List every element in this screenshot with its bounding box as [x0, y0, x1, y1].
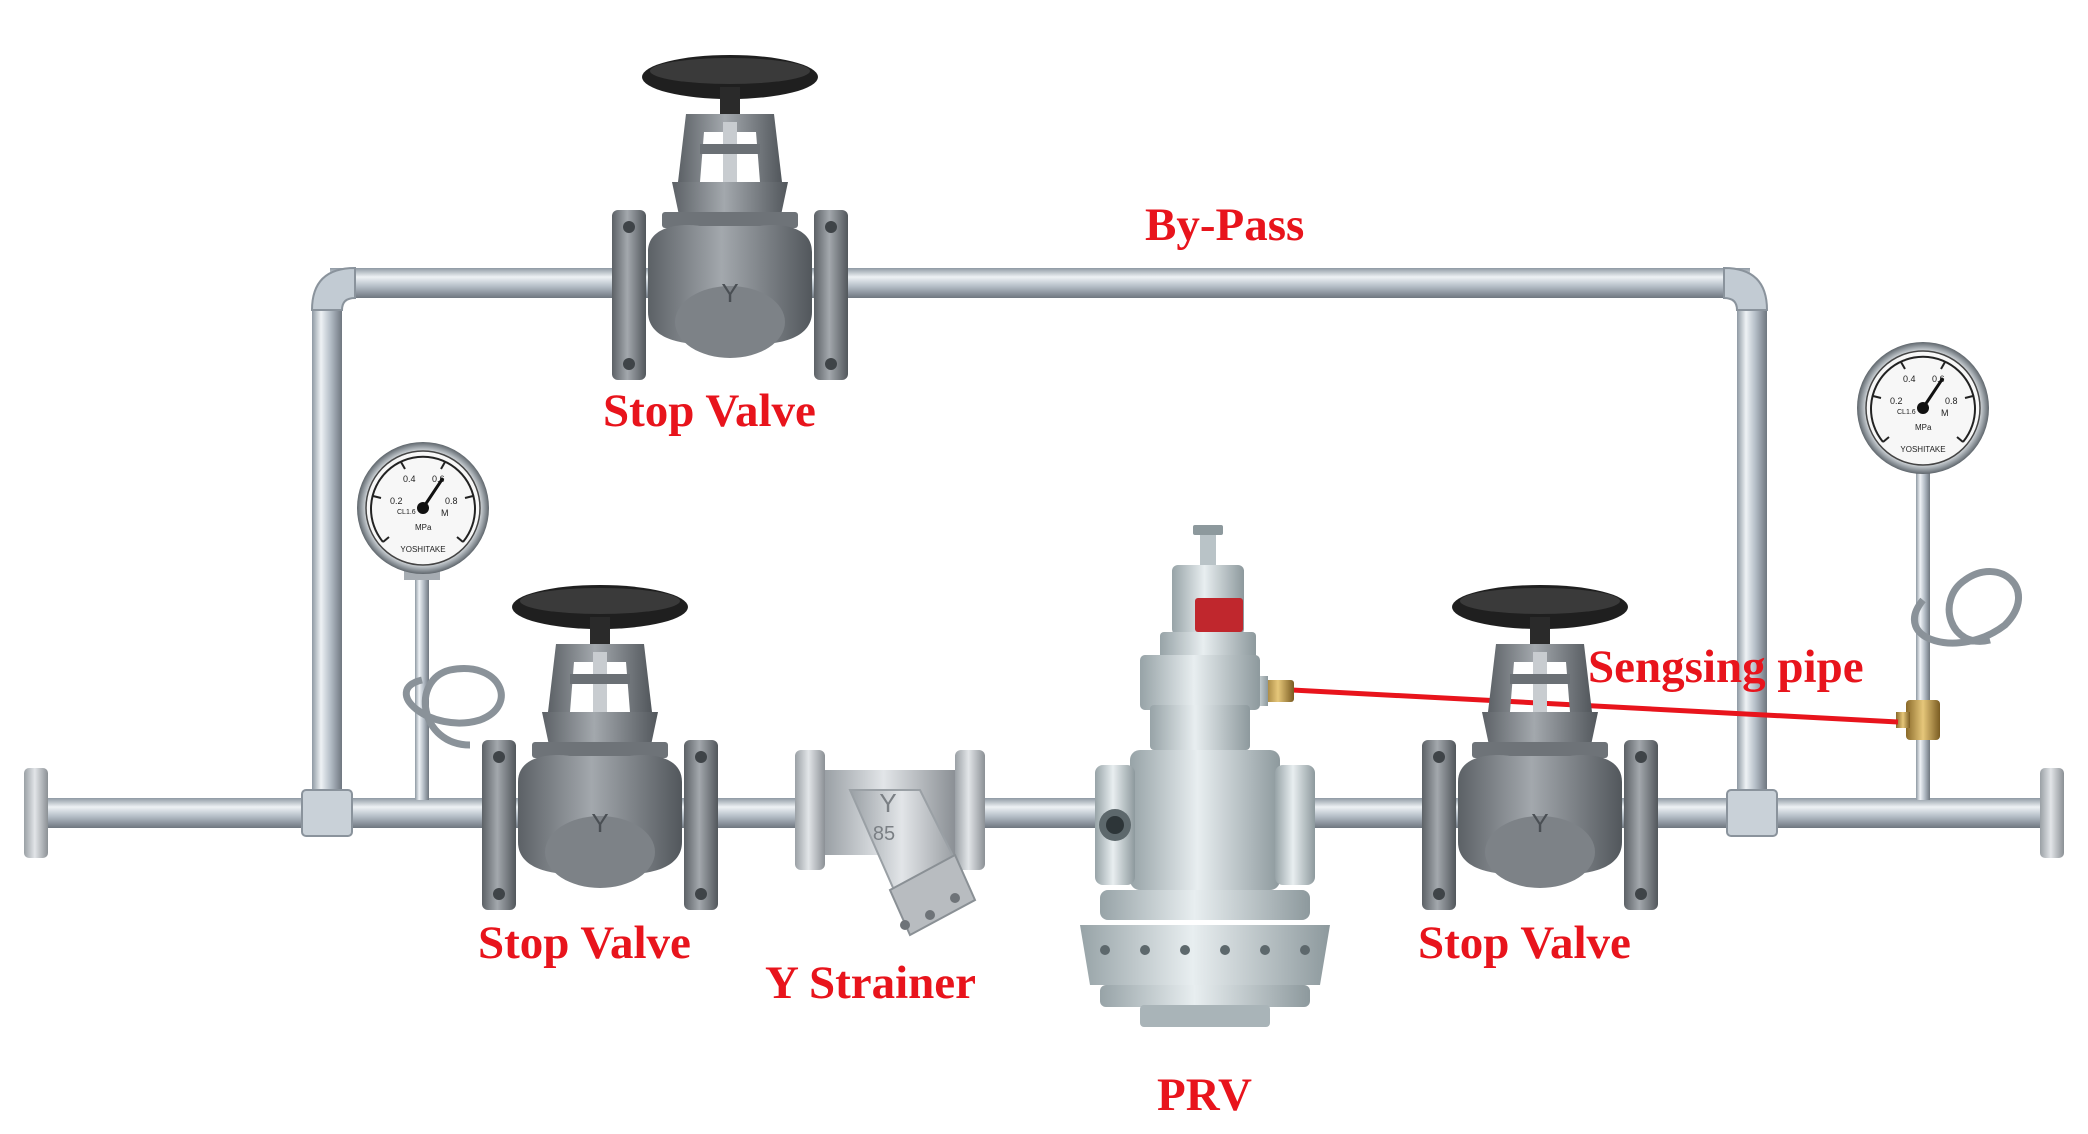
bypass-stop-valve [612, 55, 848, 380]
label-outlet-stop-valve: Stop Valve [1418, 917, 1631, 969]
bypass-elbow-left [310, 266, 356, 311]
main-pipe [40, 798, 2050, 828]
pressure-gauge-icon [1855, 340, 1991, 476]
pressure-reducing-valve [1080, 525, 1330, 1027]
bypass-riser-left [312, 300, 342, 805]
label-sensing-pipe: Sengsing pipe [1588, 641, 1864, 693]
globe-valve-icon [612, 55, 848, 380]
label-prv: PRV [1157, 1069, 1252, 1121]
strainer-casting-top: Y [879, 788, 896, 818]
globe-valve-icon [1422, 585, 1658, 910]
labels: By-Pass Stop Valve Stop Valve Y Strainer… [478, 199, 1864, 1121]
bypass-riser-right [1737, 300, 1767, 805]
pressure-gauge-icon [355, 440, 491, 576]
label-y-strainer: Y Strainer [765, 957, 976, 1009]
y-strainer: Y 85 [795, 750, 985, 937]
outlet-stop-valve [1422, 585, 1658, 910]
label-bypass: By-Pass [1145, 199, 1304, 251]
bypass-pipe [330, 268, 1750, 298]
piping [24, 266, 2064, 858]
outlet-end-flange [2040, 768, 2064, 858]
bypass-tee-left [301, 789, 353, 837]
y-strainer-icon: Y 85 [795, 750, 985, 937]
strainer-casting-bottom: 85 [873, 823, 895, 845]
inlet-stop-valve [482, 585, 718, 910]
sensing-line [1291, 687, 1899, 725]
label-bypass-stop-valve: Stop Valve [603, 385, 816, 437]
inlet-pressure-gauge [355, 440, 505, 800]
inlet-end-flange [24, 768, 48, 858]
globe-valve-icon [482, 585, 718, 910]
prv-icon [1080, 525, 1330, 1027]
bypass-tee-right [1726, 789, 1778, 837]
bypass-elbow-right [1723, 266, 1769, 311]
outlet-pressure-gauge [1855, 340, 2022, 800]
label-inlet-stop-valve: Stop Valve [478, 917, 691, 969]
